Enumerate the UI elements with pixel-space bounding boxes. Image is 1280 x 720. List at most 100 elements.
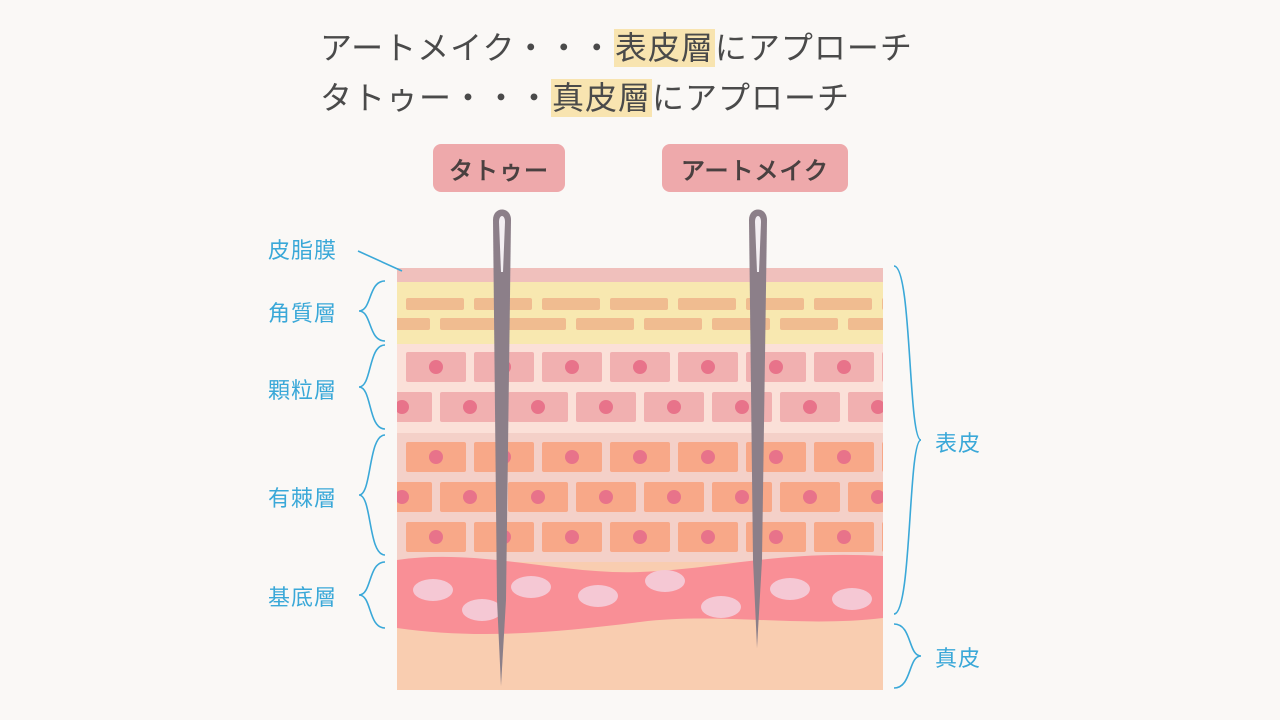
tattoo-needle [493, 209, 511, 686]
headline-line-art-makeup: アートメイク・・・表皮層にアプローチ [320, 26, 913, 70]
basal-bracket [358, 561, 386, 629]
corneum-cell [610, 298, 668, 310]
corneum-cell [780, 318, 838, 330]
label-dermis: 真皮 [935, 647, 982, 672]
granular-nucleus [633, 360, 647, 374]
spinous-nucleus [429, 450, 443, 464]
spinous-nucleus [633, 530, 647, 544]
epidermis-bracket [893, 265, 922, 615]
corneum-cell [440, 318, 498, 330]
granular-nucleus [531, 400, 545, 414]
art-makeup-needle [749, 209, 767, 648]
granular-nucleus [565, 360, 579, 374]
headline-epidermis-highlight: 表皮層 [613, 29, 715, 67]
spinous-nucleus [905, 450, 919, 464]
spinous-nucleus [397, 490, 409, 504]
granular-cell [397, 392, 432, 422]
granular-nucleus [769, 360, 783, 374]
corneum-cell [848, 318, 883, 330]
corneum-cell [397, 318, 430, 330]
granular-nucleus [905, 360, 919, 374]
spinous-nucleus [871, 490, 883, 504]
spinous-nucleus [769, 530, 783, 544]
spinous-cell [882, 442, 883, 472]
corneum-cells [397, 298, 883, 330]
granular-nucleus [735, 400, 749, 414]
dermis-bracket [893, 623, 922, 689]
granular-cell [848, 392, 883, 422]
headline-tattoo-suffix: にアプローチ [652, 79, 851, 117]
spinous-nucleus [701, 530, 715, 544]
spinous-nucleus [735, 490, 749, 504]
tattoo-needle-label: タトゥー [433, 144, 565, 192]
granular-cell [882, 352, 883, 382]
granular-nucleus [803, 400, 817, 414]
corneum-cell [644, 318, 702, 330]
spinous-nucleus [837, 450, 851, 464]
granular-nucleus [871, 400, 883, 414]
basal-cells [413, 570, 872, 621]
basal-cell [770, 578, 810, 600]
spinous-nucleus [701, 450, 715, 464]
corneum-cell [576, 318, 634, 330]
granular-nucleus [701, 360, 715, 374]
basal-cell [462, 599, 502, 621]
basal-cell [701, 596, 741, 618]
label-stratum-spinosum: 有棘層 [268, 487, 338, 512]
corneum-cell [678, 298, 736, 310]
granular-bracket [358, 344, 386, 430]
spinous-nucleus [531, 490, 545, 504]
corneum-cell [882, 298, 883, 310]
spinous-nucleus [463, 490, 477, 504]
granular-nucleus [463, 400, 477, 414]
corneum-cell [542, 298, 600, 310]
granular-nucleus [667, 400, 681, 414]
spinous-nucleus [633, 450, 647, 464]
corneum-layer [397, 282, 883, 344]
headline-line-tattoo: タトゥー・・・真皮層にアプローチ [320, 76, 850, 120]
spinous-cell [397, 482, 432, 512]
spinous-cells [397, 442, 919, 552]
label-stratum-corneum: 角質層 [268, 302, 338, 327]
basal-cell [645, 570, 685, 592]
granular-nucleus [599, 400, 613, 414]
corneum-cell [406, 298, 464, 310]
corneum-bracket [358, 280, 386, 342]
headline-art-makeup-suffix: にアプローチ [714, 29, 913, 67]
spinous-nucleus [565, 530, 579, 544]
headline-dermis-highlight: 真皮層 [551, 79, 653, 117]
spinous-nucleus [769, 450, 783, 464]
corneum-cell [508, 318, 566, 330]
granular-nucleus [837, 360, 851, 374]
label-stratum-basale: 基底層 [268, 586, 338, 611]
granular-nucleus [429, 360, 443, 374]
basal-cell [511, 576, 551, 598]
sebum-membrane-layer [397, 268, 883, 282]
spinous-cell [848, 482, 883, 512]
layer-brackets [357, 250, 922, 689]
headline-tattoo-prefix: タトゥー・・・ [320, 79, 552, 117]
label-epidermis: 表皮 [935, 432, 982, 457]
art-makeup-needle-label: アートメイク [662, 144, 848, 192]
spinous-nucleus [429, 530, 443, 544]
label-sebum-membrane: 皮脂膜 [268, 239, 338, 264]
spinous-nucleus [905, 530, 919, 544]
sebum-pointer-line [357, 250, 403, 272]
spinous-nucleus [837, 530, 851, 544]
spinous-cell [882, 522, 883, 552]
basal-cell [578, 585, 618, 607]
basal-cell [832, 588, 872, 610]
skin-layers [397, 268, 919, 690]
spinous-nucleus [599, 490, 613, 504]
granular-nucleus [397, 400, 409, 414]
spinous-nucleus [667, 490, 681, 504]
basal-cell [413, 579, 453, 601]
corneum-cell [814, 298, 872, 310]
spinous-bracket [358, 434, 386, 556]
label-stratum-granulosum: 顆粒層 [268, 379, 338, 404]
spinous-nucleus [565, 450, 579, 464]
basal-layer [397, 554, 883, 635]
spinous-nucleus [803, 490, 817, 504]
headline-art-makeup-prefix: アートメイク・・・ [320, 29, 614, 67]
